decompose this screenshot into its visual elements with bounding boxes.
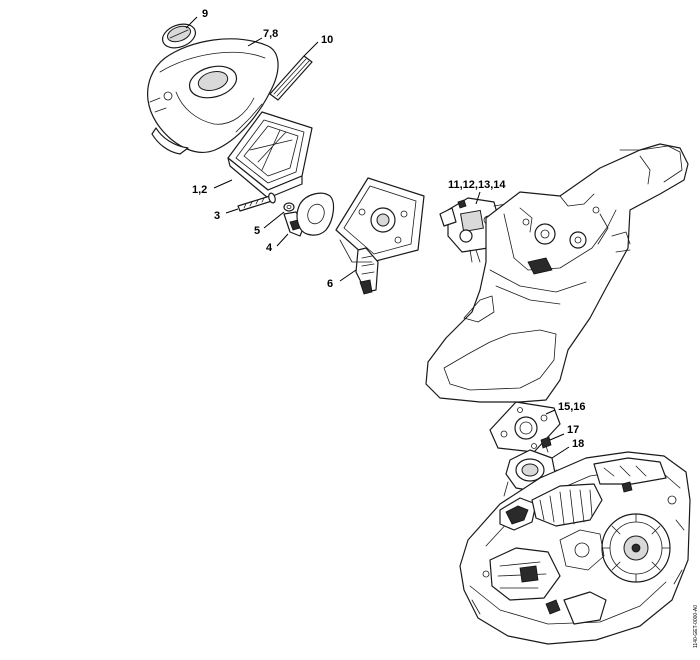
- callout-labels: 9 7,8 10 1,2 3 5 4 6 11,12,13,14 15,16 1…: [192, 8, 586, 450]
- part-1-2-air-filter: [227, 111, 313, 199]
- label-18: 18: [572, 438, 584, 450]
- label-1-2: 1,2: [192, 184, 207, 196]
- part-foam-element: [296, 192, 335, 236]
- part-10-strip: [269, 55, 313, 101]
- label-5: 5: [254, 225, 260, 237]
- leader-lines: [185, 16, 570, 459]
- part-rear-handle: [425, 143, 689, 403]
- part-17-bolt: [540, 436, 552, 453]
- label-9: 9: [202, 8, 208, 20]
- label-6: 6: [327, 278, 333, 290]
- label-11-14: 11,12,13,14: [448, 179, 506, 191]
- part-3-screw: [237, 192, 276, 212]
- label-4: 4: [266, 242, 273, 254]
- drawing-code: 1140-GET-0000-A0: [693, 605, 699, 648]
- part-11-14-carburetor: [439, 197, 509, 263]
- label-10: 10: [321, 34, 333, 46]
- label-7-8: 7,8: [263, 28, 278, 40]
- part-5-washer: [283, 202, 295, 212]
- label-3: 3: [214, 210, 220, 222]
- part-9-cap: [161, 23, 197, 49]
- part-engine-housing: [459, 451, 691, 645]
- label-17: 17: [567, 424, 579, 436]
- part-6-carb-box: [335, 177, 425, 295]
- part-7-8-shroud: [147, 38, 279, 155]
- label-15-16: 15,16: [558, 401, 586, 413]
